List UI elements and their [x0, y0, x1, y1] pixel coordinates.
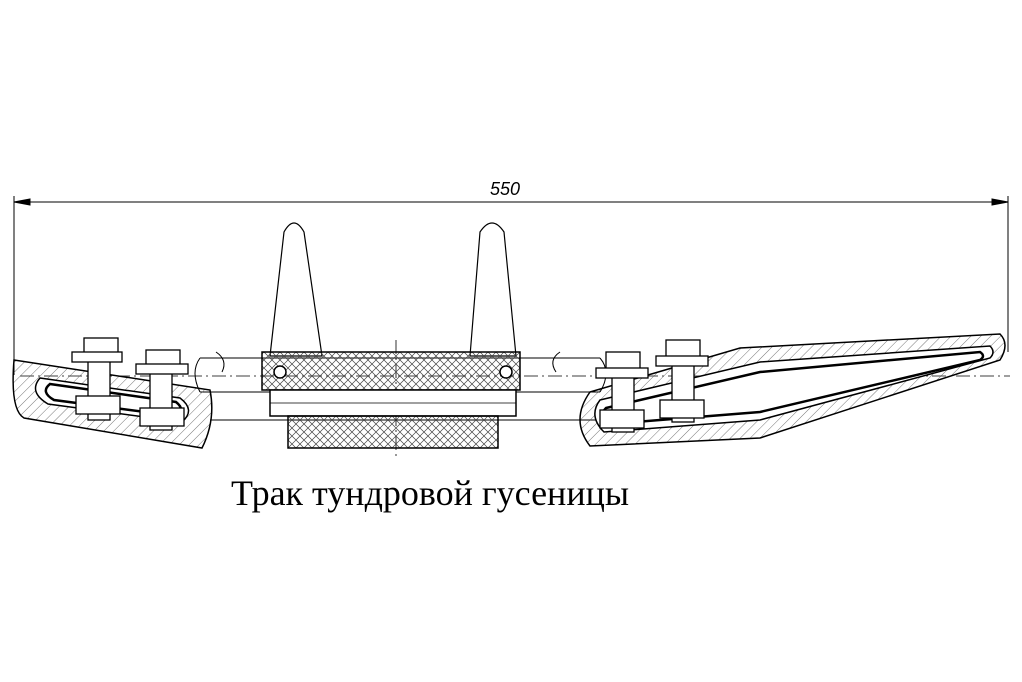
guide-horn-left: [269, 222, 323, 357]
dimension-line: [13, 196, 1009, 375]
left-bolt-1: [71, 337, 123, 421]
drawing-caption: Трак тундровой гусеницы: [230, 473, 630, 513]
right-bolt-2: [655, 339, 709, 423]
central-hinge-block: [261, 351, 521, 449]
guide-horn-right: [469, 222, 517, 357]
left-bolt-2: [135, 349, 189, 431]
right-bolt-1: [595, 351, 649, 433]
dimension-value: 550: [490, 179, 520, 199]
right-grouser: [579, 333, 1006, 447]
